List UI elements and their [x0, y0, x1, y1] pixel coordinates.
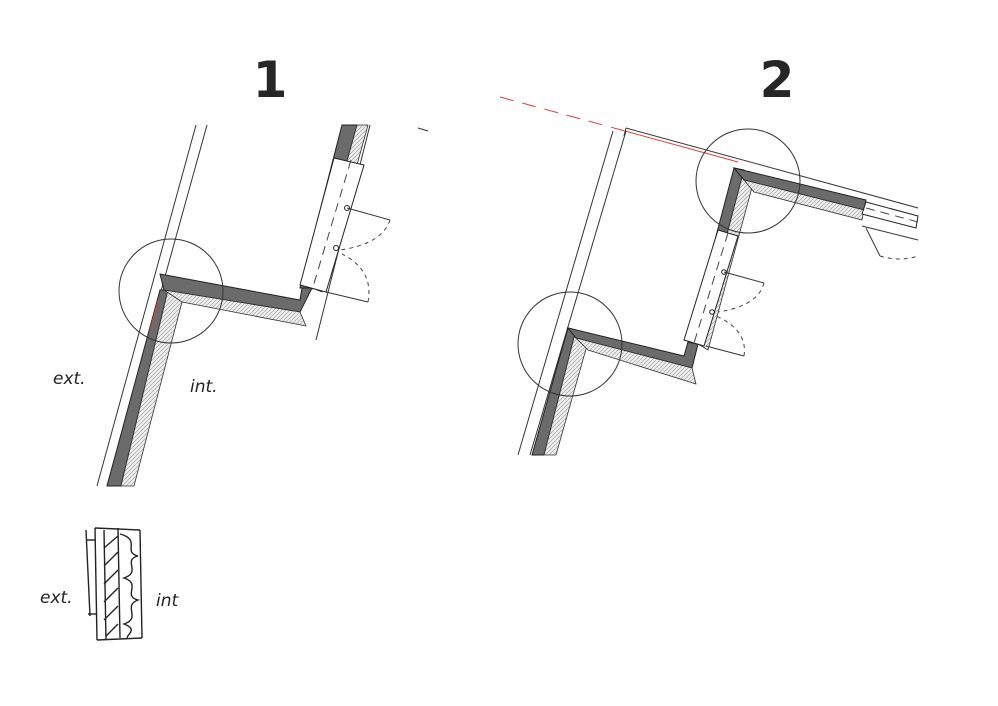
sketch-core-inner: [117, 527, 121, 639]
panel-2-insulation-upper: [742, 179, 865, 221]
panel-1-label-int: int.: [190, 377, 218, 397]
panel-2-door-swing-lower: [715, 315, 745, 357]
panel-2-door-leaf-upper: [723, 271, 765, 284]
sketch-label-int: int: [156, 591, 179, 611]
panel-1-door-swing-lower: [341, 253, 370, 303]
panel-2-edge-top-outer: [625, 127, 919, 209]
panel-1-insulation-horizontal: [163, 289, 307, 327]
panel-1-hinge-lower: [333, 245, 339, 251]
panel-2-number: 2: [760, 51, 795, 109]
panel-2-insulation-horizontal: [574, 337, 697, 385]
sketch-inner-finish: [139, 529, 143, 639]
panel-1-number: 1: [253, 51, 288, 109]
panel-1-door-leaf-lower: [325, 291, 369, 303]
panel-2-window-frame: [683, 229, 739, 347]
panel-1-insulation-lower: [120, 289, 183, 487]
panel-2-door-swing-right: [879, 255, 919, 260]
panel-1-cladding-outer-line: [96, 124, 197, 487]
panel-2-door-leaf-right: [865, 227, 881, 257]
panel-2-window-right: [861, 201, 919, 229]
panel-2-window-right-glazing: [865, 207, 919, 223]
sketch-insulation-wave: [119, 533, 141, 639]
panel-2-door-leaf-lower: [705, 345, 745, 357]
panel-2-door-swing-upper: [717, 282, 765, 313]
panel-2-sill-right: [861, 225, 919, 241]
panel-1-tick-mark: [417, 127, 429, 132]
sketch-core-hatch: [103, 535, 119, 637]
sketch-top: [94, 527, 141, 531]
panel-1-red-marker: [149, 299, 159, 331]
panel-2-hinge-lower: [709, 309, 715, 315]
panel-2-red-guide-dashed: [499, 96, 626, 132]
sketch-label-ext: ext.: [40, 588, 73, 608]
panel-2-window-glazing: [693, 232, 729, 344]
panel-2-cladding-outer-line: [517, 130, 614, 456]
sketch-outer-board: [85, 529, 91, 617]
sketch-bottom: [96, 637, 143, 641]
sketch-cladding-line: [94, 527, 98, 641]
panel-2-detail-circle-upper: [695, 128, 801, 234]
panel-1-window-glazing: [311, 159, 352, 291]
panel-1-detail-circle: [118, 238, 224, 344]
panel-2-edge-corner: [623, 127, 627, 137]
panel-1-door-swing-upper: [339, 219, 391, 251]
wall-section-sketch: ext. int: [40, 527, 179, 641]
panel-2: 2: [499, 51, 919, 456]
panel-1-label-ext: ext.: [53, 369, 86, 389]
panel-2-detail-circle-lower: [517, 291, 623, 397]
panel-1: 1 ext. int.: [53, 51, 429, 487]
panel-2-red-guide-solid: [624, 130, 739, 163]
panel-1-door-leaf-upper: [346, 207, 391, 221]
